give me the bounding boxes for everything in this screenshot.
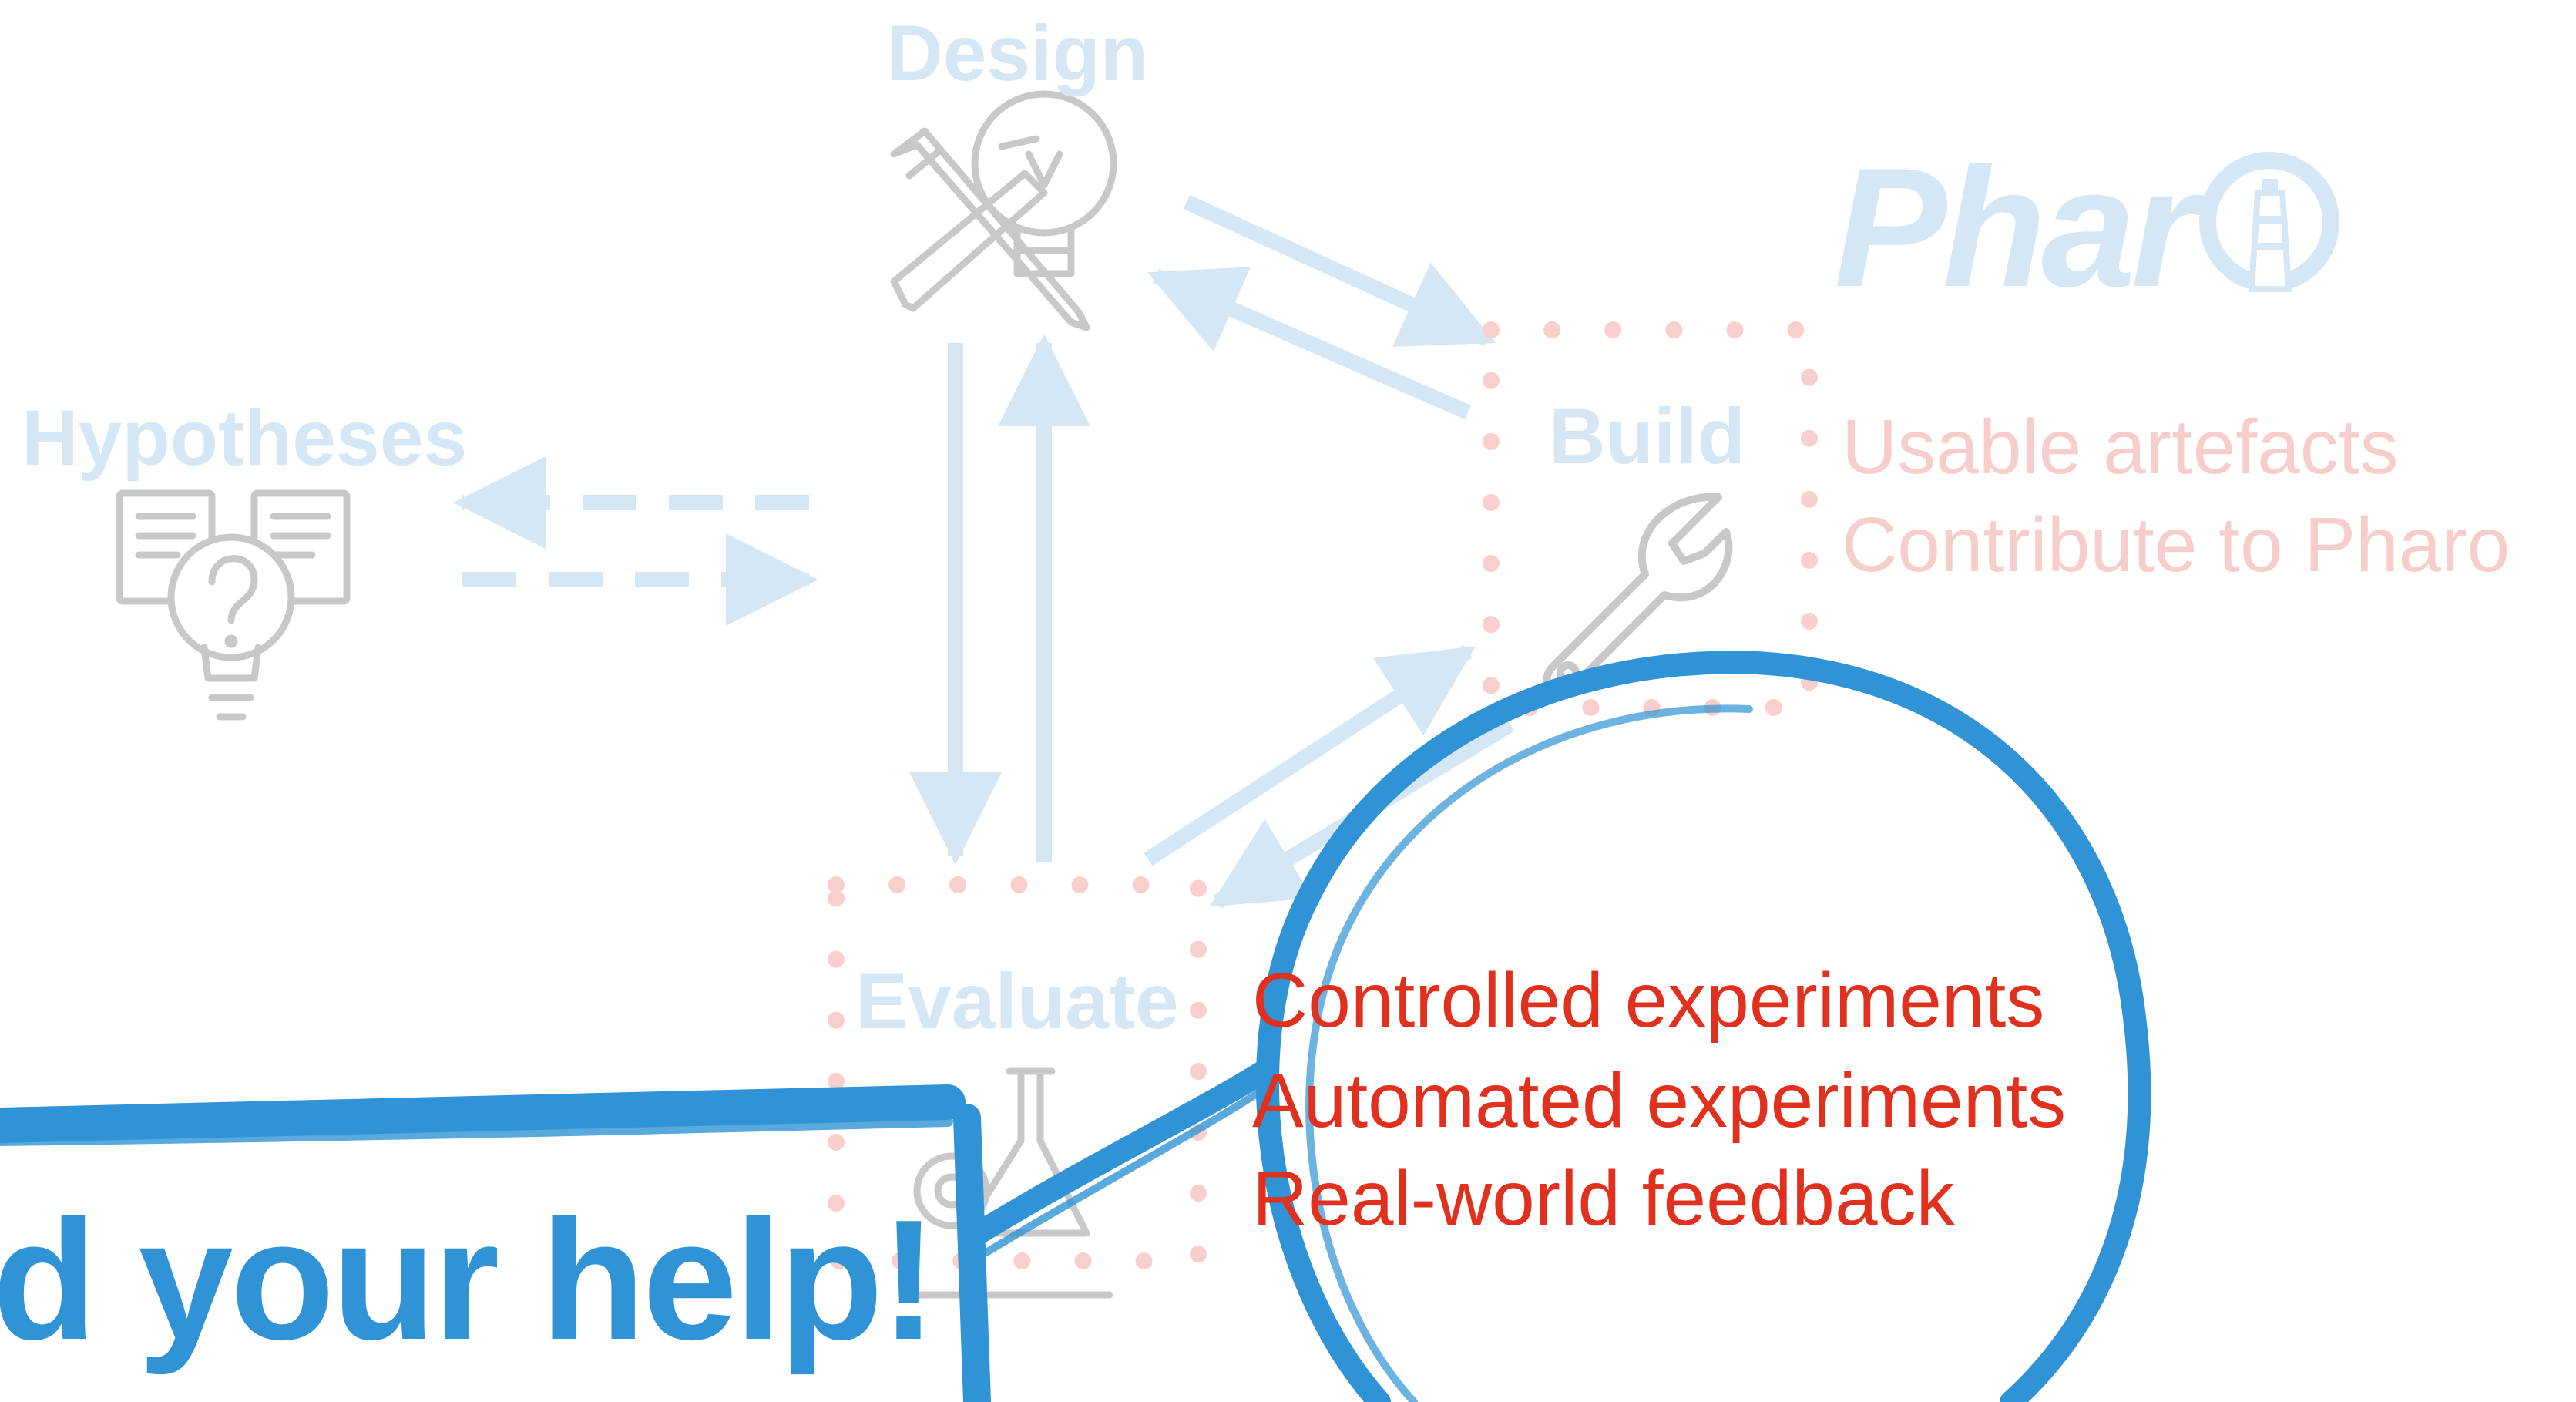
build-note-2: Contribute to Pharo <box>1842 502 2511 588</box>
node-design-label: Design <box>886 9 1149 97</box>
arrows <box>453 194 1515 909</box>
arrow-design-to-build <box>1183 194 1496 347</box>
brush-underline <box>0 1084 966 1143</box>
brush-connector <box>967 1060 1275 1245</box>
lighthouse-icon <box>2199 152 2339 292</box>
build-dotted-box <box>1483 321 1818 716</box>
brush-strokes <box>0 651 2151 1402</box>
arrow-evaluate-to-build <box>1144 644 1476 866</box>
evaluate-dotted-box <box>828 876 1207 1269</box>
brush-vertical <box>953 1104 991 1402</box>
node-build-label: Build <box>1549 392 1745 480</box>
build-note-1: Usable artefacts <box>1842 404 2399 490</box>
evaluate-note-1: Controlled experiments <box>1252 957 2045 1044</box>
headline-help: d your help! <box>0 1185 937 1376</box>
evaluate-note-2: Automated experiments <box>1252 1057 2067 1144</box>
brush-underline-2 <box>0 1116 953 1146</box>
node-evaluate-label: Evaluate <box>855 957 1179 1045</box>
arrow-build-to-design <box>1147 267 1472 420</box>
brush-connector-2 <box>982 1083 1271 1256</box>
pharo-logo-text: Phar <box>1834 133 2197 322</box>
lightbulb-pencil-icon <box>890 90 1117 331</box>
evaluate-note-3: Real-world feedback <box>1252 1155 1955 1242</box>
node-hypotheses-label: Hypotheses <box>22 394 468 482</box>
brush-circle-inner <box>1305 704 1753 1402</box>
document-question-bulb-icon <box>116 489 351 721</box>
